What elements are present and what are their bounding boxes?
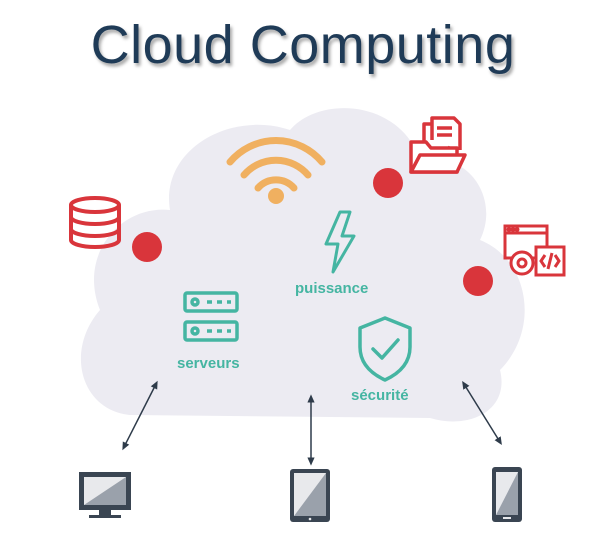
desktop-monitor-icon [79,472,131,518]
cloud-shape [80,108,525,422]
lightning-icon [324,210,356,274]
red-dot [373,168,403,198]
diagram-title: Cloud Computing [90,15,516,75]
security-label: sécurité [351,387,409,404]
connection-arrows [122,380,502,466]
server-icon [183,291,239,342]
arrow-phone [462,380,502,446]
folder-files-icon [409,116,467,174]
red-dot [132,232,162,262]
arrow-desktop [122,380,158,451]
shield-check-icon [358,316,412,382]
power-label: puissance [295,280,369,297]
red-dot [463,266,493,296]
database-icon [69,196,121,249]
tablet-icon [290,469,330,522]
wifi-icon [226,137,326,204]
smartphone-icon [492,467,522,522]
web-code-icon [503,224,566,277]
servers-label: serveurs [177,355,240,372]
